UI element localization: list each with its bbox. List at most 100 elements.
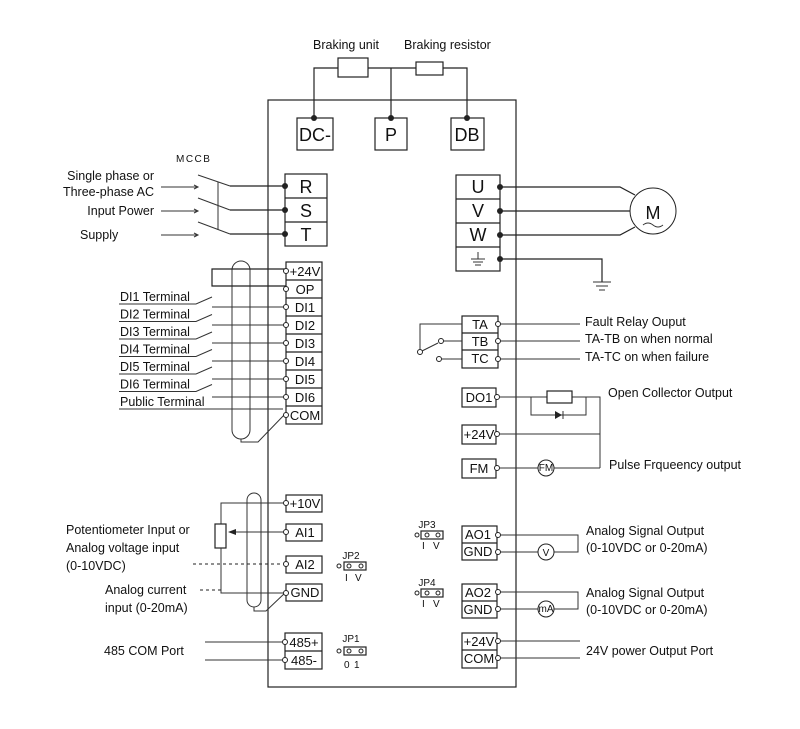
ta-tb-label: TA-TB on when normal — [585, 332, 713, 346]
terminal-u: U — [472, 177, 485, 197]
terminal-connector-icon — [283, 358, 289, 364]
terminal-ai2: AI2 — [295, 557, 315, 572]
terminal-p — [374, 117, 408, 151]
current-label-2: input (0-20mA) — [105, 601, 188, 615]
terminal-w: W — [470, 225, 487, 245]
terminal-gnd-ao2: GND — [464, 602, 493, 617]
rst-terminal-block — [284, 173, 328, 247]
terminal-connector-icon — [283, 286, 289, 292]
power-input-label-4: Supply — [80, 228, 119, 242]
power-input-section: MCCB Single phase or Three-phase AC Inpu… — [63, 154, 328, 247]
braking-resistor-symbol — [415, 61, 444, 76]
terminal-24v-out: +24V — [464, 634, 495, 649]
earth-ground-icon — [593, 281, 611, 291]
braking-section: Braking unit Braking resistor DC- P DB — [296, 38, 491, 151]
jp3-right-label: V — [433, 541, 440, 552]
terminal-gnd-ao1: GND — [464, 544, 493, 559]
di-label: DI5 Terminal — [120, 360, 190, 374]
relay-terminal-block — [461, 315, 499, 369]
pot-label-3: (0-10VDC) — [66, 559, 126, 573]
terminal-dc-minus-label: DC- — [299, 125, 331, 145]
fm-meter-label: FM — [539, 463, 553, 474]
power-out-label: 24V power Output Port — [586, 644, 714, 658]
analog-input-section: +10V AI1 AI2 GND Potentiometer Input or … — [66, 492, 367, 615]
motor-label: M — [646, 203, 661, 223]
pulse-frequency-label: Pulse Frqueency output — [609, 458, 742, 472]
di-label: DI6 Terminal — [120, 378, 190, 392]
terminal-r: R — [300, 177, 313, 197]
braking-unit-box — [337, 57, 369, 78]
jp4-right-label: V — [433, 599, 440, 610]
terminal-connector-icon — [283, 340, 289, 346]
ao1-label-1: Analog Signal Output — [586, 524, 705, 538]
ammeter-icon — [537, 600, 555, 618]
terminal-connector-icon — [283, 376, 289, 382]
terminal-connector-icon — [283, 268, 289, 274]
analog-output-1: AO1 GND V Analog Signal Output (0-10VDC … — [414, 520, 708, 561]
di-terminal-label: DI2 — [295, 318, 315, 333]
terminal-ta: TA — [472, 317, 488, 332]
analog-output-2: AO2 GND mA Analog Signal Output (0-10VDC… — [414, 578, 708, 619]
terminal-485-minus: 485- — [291, 653, 317, 668]
di-terminal-label: DI4 — [295, 354, 315, 369]
com485-label: 485 COM Port — [104, 644, 184, 658]
terminal-24v-collector: +24V — [464, 427, 495, 442]
terminal-dc-minus — [296, 117, 334, 151]
terminal-com-out: COM — [464, 651, 494, 666]
di-terminal-label: OP — [296, 282, 315, 297]
di-terminal-label: COM — [290, 408, 320, 423]
di-terminal-label: DI6 — [295, 390, 315, 405]
inverter-body — [267, 99, 517, 688]
ammeter-label: mA — [539, 604, 554, 615]
braking-unit-label: Braking unit — [313, 38, 380, 52]
current-label-1: Analog current — [105, 583, 187, 597]
voltmeter-icon — [537, 543, 555, 561]
jp2-left-label: I — [345, 573, 348, 584]
terminal-t: T — [301, 225, 312, 245]
jp2-jumper: JP2 I V — [336, 551, 367, 584]
relay-section: TA TB TC Fault Relay Ouput TA-TB on when… — [417, 315, 713, 369]
jp1-left-label: 0 — [344, 660, 350, 671]
terminal-db — [450, 117, 485, 151]
power-input-label-3: Input Power — [87, 204, 154, 218]
potentiometer-icon — [214, 523, 227, 549]
jp4-left-label: I — [422, 599, 425, 610]
di-terminal-label: +24V — [290, 264, 321, 279]
mccb-label: MCCB — [176, 154, 211, 165]
analog-shielded-cable-icon — [246, 492, 262, 608]
diode-icon — [555, 411, 562, 419]
di-label: DI2 Terminal — [120, 308, 190, 322]
terminal-ai1: AI1 — [295, 525, 315, 540]
terminal-485-plus: 485+ — [289, 635, 318, 650]
terminal-connector-icon — [283, 322, 289, 328]
jp1-right-label: 1 — [354, 660, 360, 671]
terminal-tc: TC — [471, 351, 488, 366]
terminal-connector-icon — [283, 412, 289, 418]
analog-output-section: AO1 GND V Analog Signal Output (0-10VDC … — [414, 520, 708, 619]
di-label-row: DI5 Terminal — [119, 360, 283, 380]
jp2-right-label: V — [355, 573, 362, 584]
open-collector-label: Open Collector Output — [608, 386, 733, 400]
ao1-label-2: (0-10VDC or 0-20mA) — [586, 541, 708, 555]
terminal-p-label: P — [385, 125, 397, 145]
terminal-ao2: AO2 — [465, 585, 491, 600]
ao2-label-2: (0-10VDC or 0-20mA) — [586, 603, 708, 617]
terminal-gnd-ai: GND — [291, 585, 320, 600]
collector-section: DO1 +24V FM FM Open Collector Output Pul… — [461, 386, 742, 479]
terminal-connector-icon — [283, 304, 289, 310]
terminal-tb: TB — [472, 334, 489, 349]
jp4-label: JP4 — [418, 578, 436, 589]
jp3-left-label: I — [422, 541, 425, 552]
di-label-row: DI2 Terminal — [119, 308, 283, 326]
di-label-row: Public Terminal — [119, 395, 283, 410]
di-label: DI3 Terminal — [120, 325, 190, 339]
shielded-cable-icon — [231, 260, 251, 440]
power-input-label-1: Single phase or — [67, 169, 154, 183]
terminal-s: S — [300, 201, 312, 221]
di-terminal-block — [285, 261, 323, 425]
di-label: Public Terminal — [120, 395, 205, 409]
braking-resistor-label: Braking resistor — [404, 38, 491, 52]
terminal-ao1: AO1 — [465, 527, 491, 542]
